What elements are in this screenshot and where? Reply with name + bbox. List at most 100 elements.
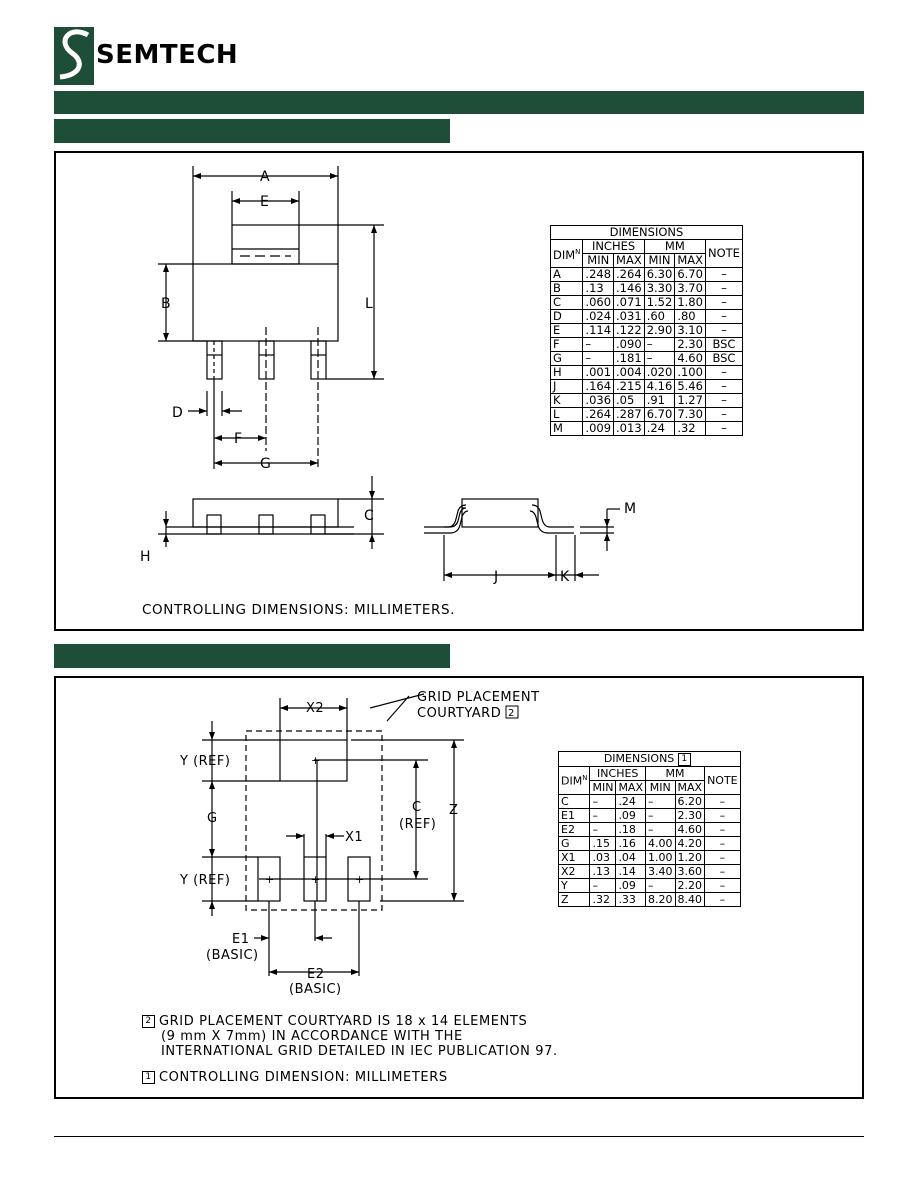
sub-header: MIN xyxy=(589,779,617,795)
semtech-logo-icon xyxy=(54,27,94,85)
table-row: E1–.09–2.30– xyxy=(557,807,741,823)
land-label-c: C xyxy=(412,800,422,815)
value-cell: 4.16 xyxy=(643,379,676,394)
value-cell: .114 xyxy=(582,323,615,338)
value-cell: – xyxy=(704,807,741,823)
dim-label-d: D xyxy=(172,405,183,421)
value-cell: .60 xyxy=(643,309,676,324)
value-cell: 3.60 xyxy=(674,863,706,879)
svg-text:+: + xyxy=(355,873,364,886)
value-cell: .013 xyxy=(613,421,645,436)
sub-header: MAX xyxy=(615,779,646,795)
dim-cell: X1 xyxy=(557,849,591,865)
dim-cell: X2 xyxy=(557,863,591,879)
value-cell: – xyxy=(704,793,741,809)
brand-name: SEMTECH xyxy=(96,40,239,70)
value-cell: .32 xyxy=(674,421,706,436)
value-cell: – xyxy=(704,393,743,408)
value-cell: 8.40 xyxy=(674,891,706,907)
value-cell: .13 xyxy=(582,281,615,296)
land-label-y-ref-bottom: Y (REF) xyxy=(179,873,230,888)
sub-header: MIN xyxy=(645,779,676,795)
dim-cell: E2 xyxy=(557,821,591,837)
value-cell: .287 xyxy=(613,407,645,422)
table-row: C–.24–6.20– xyxy=(557,793,741,809)
value-cell: 4.20 xyxy=(674,835,706,851)
header-bar xyxy=(54,91,864,114)
value-cell: – xyxy=(589,807,617,823)
value-cell: – xyxy=(589,793,617,809)
value-cell: 4.00 xyxy=(645,835,676,851)
dim-cell: H xyxy=(549,365,584,380)
dim-label-h: H xyxy=(140,549,151,565)
value-cell: 1.20 xyxy=(674,849,706,865)
value-cell: – xyxy=(582,337,615,352)
sub-header: MAX xyxy=(674,779,706,795)
dim-label-m: M xyxy=(624,501,636,517)
section-bar-outline xyxy=(54,119,450,143)
value-cell: .15 xyxy=(589,835,617,851)
note-header: NOTE xyxy=(704,239,743,268)
value-cell: 2.90 xyxy=(643,323,676,338)
dim-label-k: K xyxy=(560,569,570,585)
land-label-y-ref-top: Y (REF) xyxy=(179,754,230,769)
value-cell: – xyxy=(704,835,741,851)
value-cell: .004 xyxy=(613,365,645,380)
dim-cell: Y xyxy=(557,877,591,893)
value-cell: .001 xyxy=(582,365,615,380)
value-cell: 1.80 xyxy=(674,295,706,310)
sub-header: MAX xyxy=(613,253,645,268)
value-cell: – xyxy=(704,379,743,394)
note-2-line-3: INTERNATIONAL GRID DETAILED IN IEC PUBLI… xyxy=(161,1044,558,1059)
dim-cell: J xyxy=(549,379,584,394)
value-cell: .215 xyxy=(613,379,645,394)
value-cell: 2.30 xyxy=(674,337,706,352)
dim-cell: E1 xyxy=(557,807,591,823)
value-cell: 5.46 xyxy=(674,379,706,394)
value-cell: .24 xyxy=(643,421,676,436)
dim-cell: K xyxy=(549,393,584,408)
value-cell: .09 xyxy=(615,807,646,823)
land-label-x2: X2 xyxy=(306,701,324,716)
value-cell: – xyxy=(704,891,741,907)
value-cell: – xyxy=(643,337,676,352)
value-cell: .009 xyxy=(582,421,615,436)
value-cell: .24 xyxy=(615,793,646,809)
land-label-g: G xyxy=(207,811,218,826)
value-cell: .090 xyxy=(613,337,645,352)
table-title: DIMENSIONS 1 xyxy=(558,751,741,767)
section-bar-land-pattern xyxy=(54,644,450,668)
value-cell: 6.70 xyxy=(643,407,676,422)
table-title: DIMENSIONS xyxy=(550,225,743,240)
dim-label-j: J xyxy=(493,569,498,585)
controlling-dimensions-note: CONTROLLING DIMENSIONS: MILLIMETERS. xyxy=(142,602,455,618)
value-cell: .122 xyxy=(613,323,645,338)
sub-header: MAX xyxy=(674,253,706,268)
dim-cell: M xyxy=(549,421,584,436)
value-cell: .020 xyxy=(643,365,676,380)
value-cell: – xyxy=(645,877,676,893)
value-cell: .32 xyxy=(589,891,617,907)
dim-cell: C xyxy=(557,793,591,809)
dim-label-a: A xyxy=(260,169,270,185)
dim-cell: E xyxy=(549,323,584,338)
value-cell: .164 xyxy=(582,379,615,394)
grid-placement-label: GRID PLACEMENT xyxy=(417,690,540,705)
inches-header: INCHES xyxy=(582,239,645,254)
value-cell: – xyxy=(704,365,743,380)
value-cell: 6.20 xyxy=(674,793,706,809)
value-cell: BSC xyxy=(704,351,743,366)
value-cell: – xyxy=(704,821,741,837)
mm-header: MM xyxy=(643,239,706,254)
dim-cell: D xyxy=(549,309,584,324)
land-label-e2-basic: (BASIC) xyxy=(289,982,342,997)
value-cell: – xyxy=(704,267,743,282)
value-cell: 6.70 xyxy=(674,267,706,282)
dim-cell: G xyxy=(557,835,591,851)
